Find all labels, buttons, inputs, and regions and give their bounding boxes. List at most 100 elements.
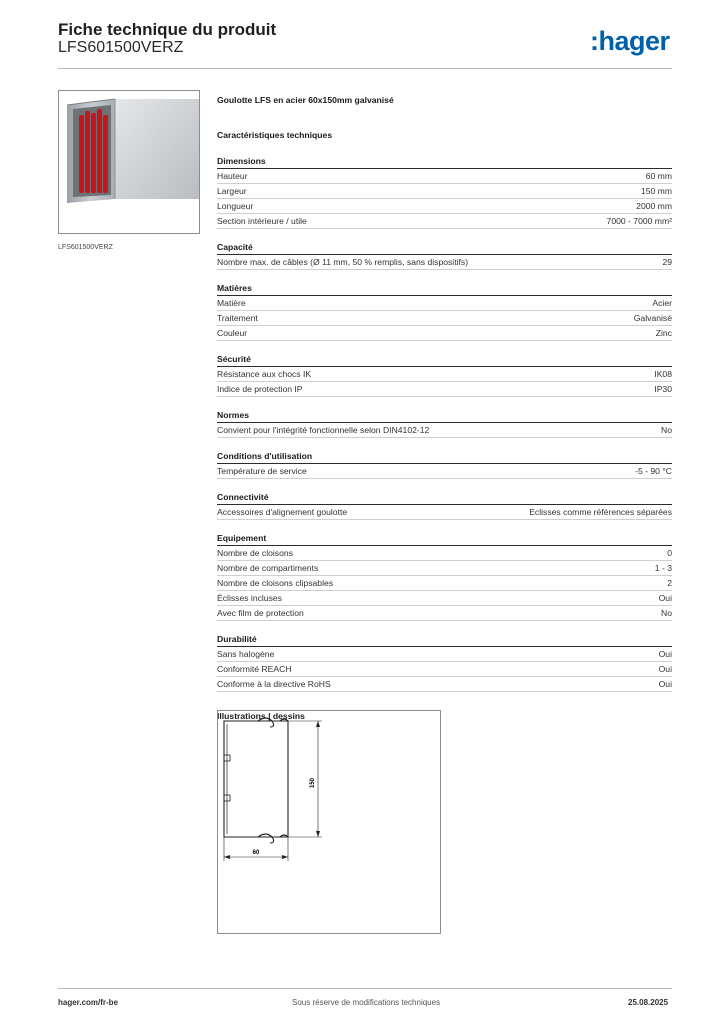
spec-value: -5 - 90 °C (635, 466, 672, 476)
spec-label: Conformité REACH (217, 664, 292, 674)
footer-divider (58, 988, 672, 989)
spec-label: Sans halogène (217, 649, 275, 659)
hager-logo-text: :hager (590, 26, 671, 56)
group-equipement: Equipement Nombre de cloisons 0 Nombre de… (217, 532, 672, 621)
spec-value: 2000 mm (636, 201, 672, 211)
group-dimensions: Dimensions Hauteur 60 mm Largeur 150 mm Lo… (217, 155, 672, 229)
group-title: Capacité (217, 241, 672, 255)
spec-value: Oui (658, 679, 672, 689)
photo-caption: LFS601500VERZ (58, 244, 113, 251)
spec-value: 0 (667, 548, 672, 558)
group-title: Durabilité (217, 633, 672, 647)
spec-value: 60 mm (645, 171, 672, 181)
spec-row: Nombre de cloisons clipsables 2 (217, 576, 672, 591)
spec-label: Hauteur (217, 171, 248, 181)
spec-value: No (661, 425, 672, 435)
cable-trunking-illustration (59, 91, 199, 233)
spec-row: Indice de protection IP IP30 (217, 382, 672, 397)
group-capacite: Capacité Nombre max. de câbles (Ø 11 mm,… (217, 241, 672, 270)
spec-label: Matière (217, 298, 246, 308)
spec-label: Longueur (217, 201, 254, 211)
group-normes: Normes Convient pour l'intégrité fonctio… (217, 409, 672, 438)
spec-value: 150 mm (640, 186, 672, 196)
group-title: Sécurité (217, 353, 672, 367)
illustrations-heading: Illustrations | dessins (217, 711, 305, 721)
footer-date: 25.08.2025 (628, 998, 669, 1007)
spec-value: IP30 (654, 384, 672, 394)
spec-value: Oui (658, 664, 672, 674)
spec-value: 29 (662, 257, 672, 267)
specs-heading: Caractéristiques techniques (217, 130, 333, 140)
spec-row: Conforme à la directive RoHS Oui (217, 677, 672, 692)
spec-label: Avec film de protection (217, 608, 304, 618)
spec-row: Éclisses incluses Oui (217, 591, 672, 606)
spec-value: Eclisses comme références séparées (529, 507, 672, 517)
spec-label: Traitement (217, 313, 258, 323)
spec-row: Sans halogène Oui (217, 647, 672, 662)
product-reference: LFS601500VERZ (58, 39, 184, 56)
spec-label: Convient pour l'intégrité fonctionnelle … (217, 425, 430, 435)
spec-row: Traitement Galvanisé (217, 311, 672, 326)
group-matieres: Matières Matière Acier Traitement Galvanis… (217, 282, 672, 341)
spec-value: Oui (658, 593, 672, 603)
spec-label: Nombre max. de câbles (Ø 11 mm, 50 % rem… (217, 257, 469, 267)
spec-row: Couleur Zinc (217, 326, 672, 341)
group-connectivite: Connectivité Accessoires d'alignement go… (217, 491, 672, 520)
spec-row: Résistance aux chocs IK IK08 (217, 367, 672, 382)
spec-value: Acier (652, 298, 672, 308)
group-title: Dimensions (217, 155, 672, 169)
spec-value: Oui (658, 649, 672, 659)
product-title: Goulotte LFS en acier 60x150mm galvanisé (217, 95, 394, 105)
spec-row: Hauteur 60 mm (217, 169, 672, 184)
spec-value: 7000 - 7000 mm² (606, 216, 672, 226)
spec-row: Matière Acier (217, 296, 672, 311)
spec-row: Conformité REACH Oui (217, 662, 672, 677)
spec-row: Largeur 150 mm (217, 184, 672, 199)
spec-label: Indice de protection IP (217, 384, 303, 394)
spec-label: Nombre de compartiments (217, 563, 319, 573)
spec-label: Largeur (217, 186, 247, 196)
spec-row: Convient pour l'intégrité fonctionnelle … (217, 423, 672, 438)
spec-label: Conforme à la directive RoHS (217, 679, 331, 689)
spec-value: No (661, 608, 672, 618)
spec-label: Température de service (217, 466, 307, 476)
spec-row: Accessoires d'alignement goulotte Eclisse… (217, 505, 672, 520)
spec-row: Nombre de compartiments 1 - 3 (217, 561, 672, 576)
spec-value: IK08 (654, 369, 672, 379)
spec-row: Longueur 2000 mm (217, 199, 672, 214)
page-title: Fiche technique du produit (58, 20, 277, 39)
group-title: Conditions d'utilisation (217, 450, 672, 464)
spec-label: Accessoires d'alignement goulotte (217, 507, 348, 517)
spec-content: Goulotte LFS en acier 60x150mm galvanisé… (217, 93, 672, 722)
cross-section-drawing: 150 60 (223, 717, 322, 861)
spec-label: Résistance aux chocs IK (217, 369, 312, 379)
spec-row: Nombre max. de câbles (Ø 11 mm, 50 % rem… (217, 255, 672, 270)
spec-label: Section intérieure / utile (217, 216, 307, 226)
spec-label: Couleur (217, 328, 248, 338)
height-dimension-label: 150 (310, 777, 316, 788)
group-securite: Sécurité Résistance aux chocs IK IK08 Ind… (217, 353, 672, 397)
group-title: Normes (217, 409, 672, 423)
spec-value: Galvanisé (633, 313, 672, 323)
width-dimension-label: 60 (253, 850, 260, 856)
spec-value: 2 (667, 578, 672, 588)
group-title: Equipement (217, 532, 672, 546)
header-divider (58, 68, 672, 69)
spec-value: 1 - 3 (654, 563, 672, 573)
spec-row: Température de service -5 - 90 °C (217, 464, 672, 479)
spec-value: Zinc (655, 328, 672, 338)
spec-row: Avec film de protection No (217, 606, 672, 621)
group-title: Connectivité (217, 491, 672, 505)
spec-row: Section intérieure / utile 7000 - 7000 mm… (217, 214, 672, 229)
spec-label: Nombre de cloisons clipsables (217, 578, 334, 588)
group-conditions: Conditions d'utilisation Température de … (217, 450, 672, 479)
footer-website-link[interactable]: hager.com/fr-be (58, 998, 119, 1007)
product-photo (58, 90, 200, 234)
spec-label: Éclisses incluses (217, 593, 282, 603)
technical-drawing: 150 60 (217, 710, 441, 934)
group-title: Matières (217, 282, 672, 296)
hager-logo: :hager (590, 26, 671, 56)
spec-label: Nombre de cloisons (217, 548, 293, 558)
footer-disclaimer: Sous réserve de modifications techniques (292, 998, 441, 1007)
